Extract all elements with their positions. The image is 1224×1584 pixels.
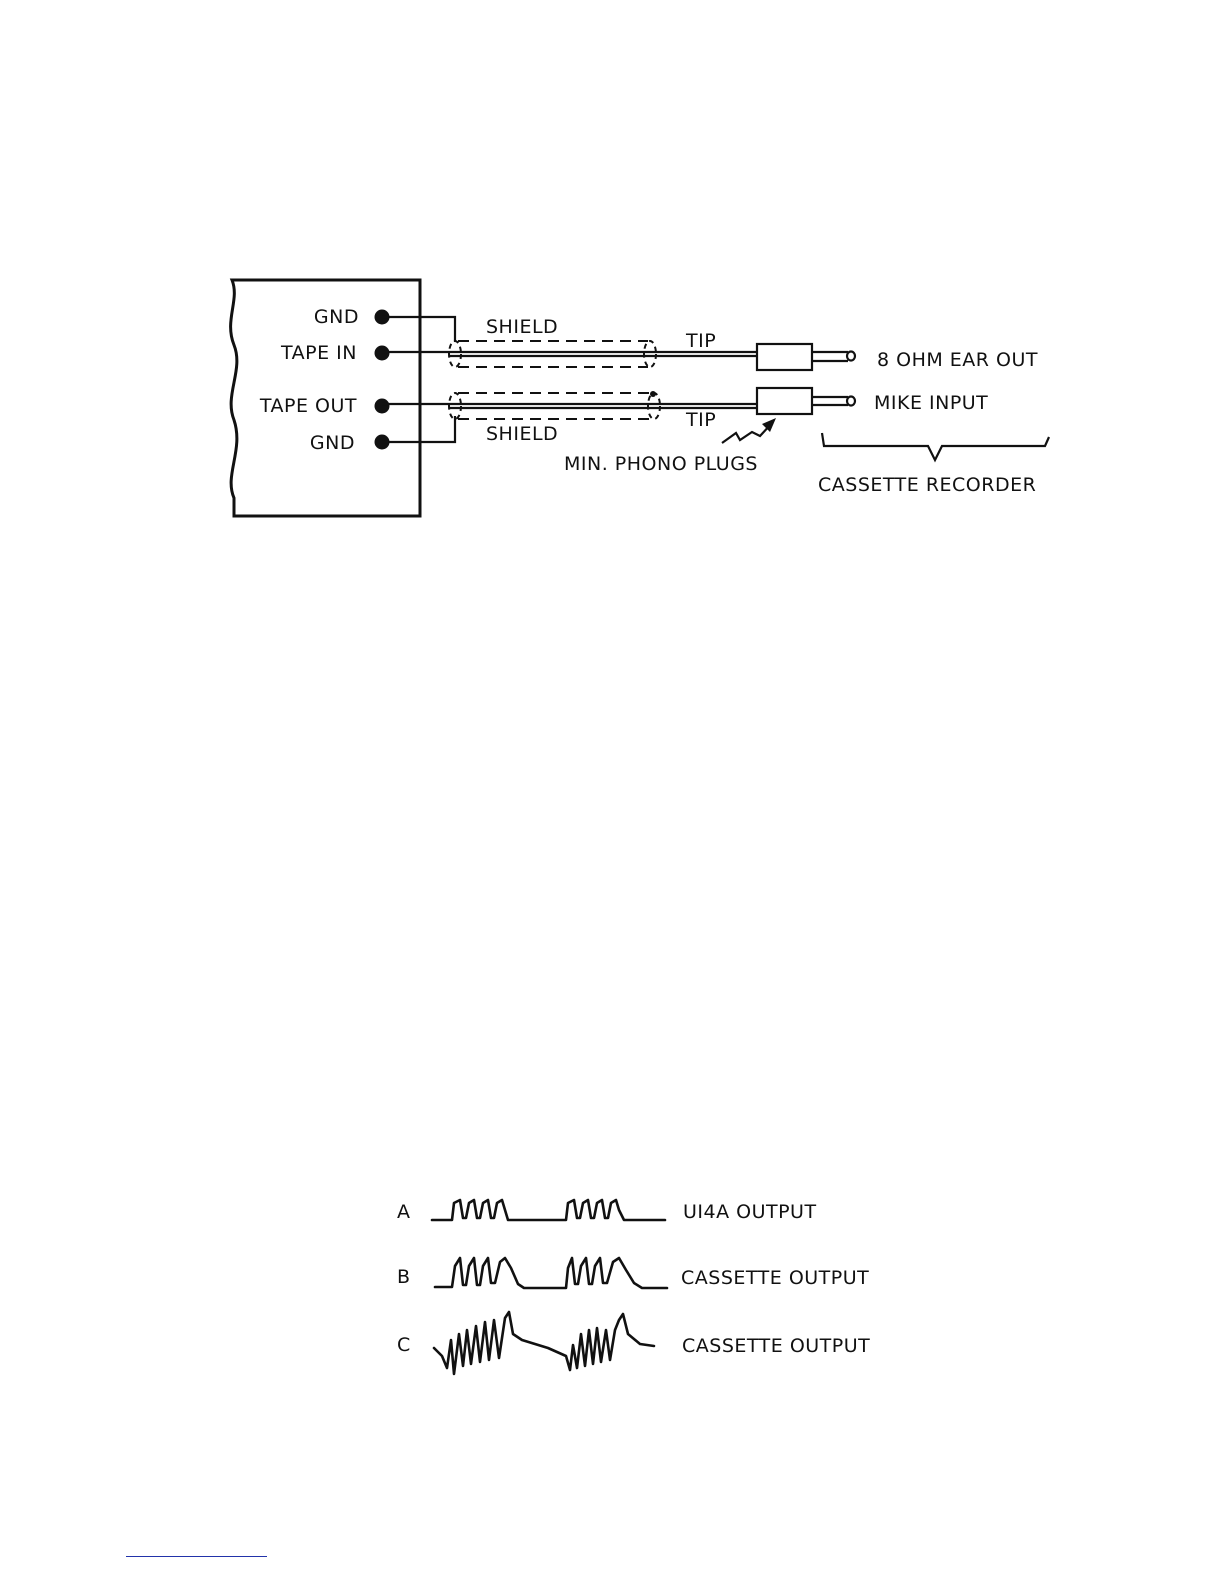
terminal-gnd-bottom-label: GND	[310, 432, 355, 454]
plug-pin-bottom	[812, 397, 848, 405]
wiring-diagram: GND TAPE IN TAPE OUT GND SHIELD SHIELD T…	[231, 280, 1049, 516]
shield-bottom-left-ring	[449, 393, 461, 419]
footnote-rule	[126, 1556, 267, 1557]
waveform-b-letter: B	[397, 1266, 411, 1288]
plug-pin-top	[812, 352, 848, 361]
mike-input-label: MIKE INPUT	[874, 392, 988, 414]
shield-top-left-ring	[449, 341, 461, 367]
terminal-tape-out-label: TAPE OUT	[259, 395, 357, 417]
recorder-brace	[822, 433, 1049, 460]
terminal-tape-in-label: TAPE IN	[280, 342, 357, 364]
shield-bottom-right-ring	[648, 393, 660, 419]
plug-body-bottom	[757, 388, 812, 414]
tape-out-wire	[382, 404, 757, 408]
waveform-a-label: UI4A OUTPUT	[683, 1201, 817, 1223]
tip-label-bottom: TIP	[685, 409, 716, 431]
plugs-label: MIN. PHONO PLUGS	[564, 453, 758, 475]
plug-tip-bottom	[847, 397, 855, 406]
tip-label-top: TIP	[685, 330, 716, 352]
waveform-a-trace	[432, 1200, 665, 1220]
plug-tip-top	[847, 352, 855, 361]
recorder-label: CASSETTE RECORDER	[818, 474, 1036, 496]
ear-out-label: 8 OHM EAR OUT	[877, 349, 1038, 371]
tape-in-wire	[382, 352, 757, 356]
waveform-a-letter: A	[397, 1201, 411, 1223]
waveform-b-label: CASSETTE OUTPUT	[681, 1267, 869, 1289]
shield-label-top: SHIELD	[486, 316, 558, 338]
waveform-figure: A UI4A OUTPUT B CASSETTE OUTPUT C CASSET…	[397, 1200, 870, 1374]
plugs-arrow	[722, 424, 771, 443]
shield-top-dashes	[458, 341, 648, 367]
plug-body-top	[757, 344, 812, 370]
waveform-c-trace	[434, 1312, 654, 1374]
shield-bottom-junction	[650, 391, 656, 397]
shield-top-right-ring	[644, 341, 656, 367]
shield-label-bottom: SHIELD	[486, 423, 558, 445]
shield-bottom-dashes	[458, 393, 652, 419]
waveform-c-letter: C	[397, 1334, 411, 1356]
waveform-b-trace	[435, 1258, 667, 1288]
terminal-tape-out-dot	[375, 399, 390, 414]
terminal-gnd-top-label: GND	[314, 306, 359, 328]
waveform-c-label: CASSETTE OUTPUT	[682, 1335, 870, 1357]
